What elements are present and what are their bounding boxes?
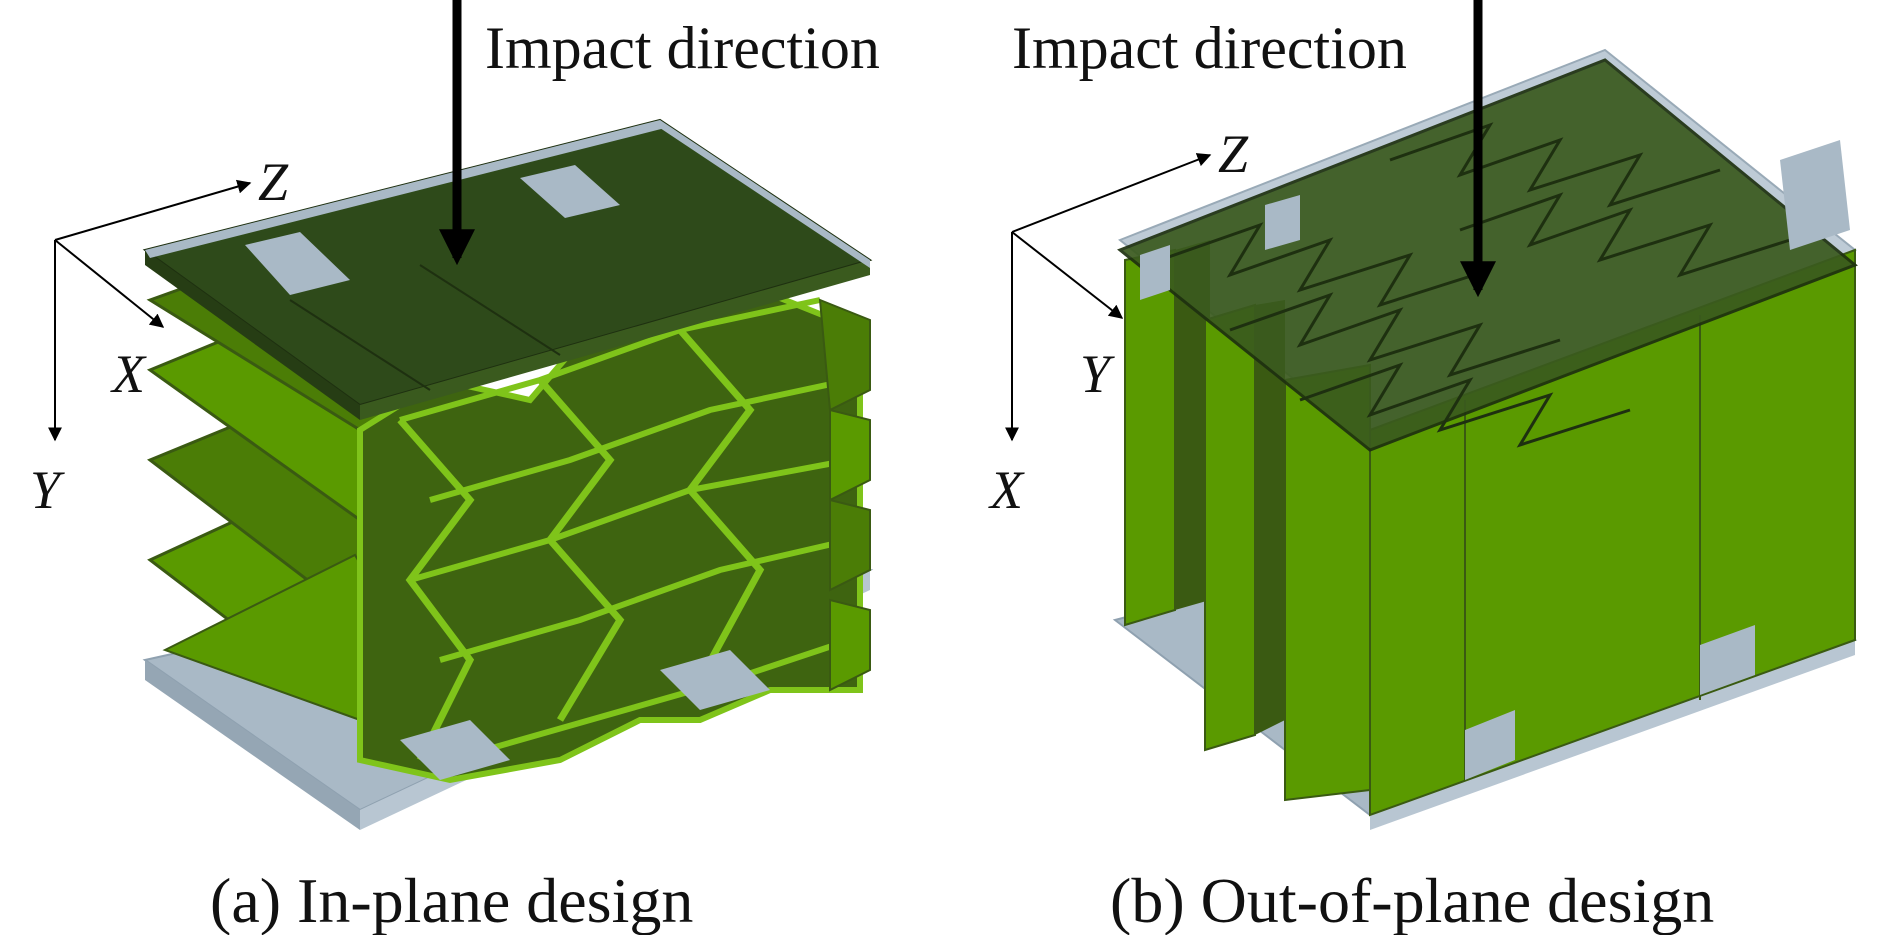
axis-label-diagonal: X xyxy=(110,344,147,404)
panel-out-of-plane: Impact direction Z Y X (b) Out-of-plane … xyxy=(988,0,1858,935)
impact-direction-label-b: Impact direction xyxy=(1012,15,1407,81)
axis-label-horizontal: Z xyxy=(258,152,289,212)
caption-in-plane: (a) In-plane design xyxy=(210,865,693,935)
panel-in-plane: Impact direction Z X Y (a) In-plane desi… xyxy=(30,0,880,935)
impact-direction-label: Impact direction xyxy=(485,15,880,81)
axis-label-vertical: Y xyxy=(30,460,65,520)
top-plate xyxy=(142,118,873,420)
caption-out-of-plane: (b) Out-of-plane design xyxy=(1110,865,1714,935)
axis-label-vertical-b: X xyxy=(988,460,1025,520)
top-plate-b xyxy=(1117,58,1858,452)
axis-label-horizontal-b: Z xyxy=(1218,124,1249,184)
axes-triad-b: Z Y X xyxy=(988,124,1249,520)
axes-triad: Z X Y xyxy=(30,152,289,520)
axis-label-diagonal-b: Y xyxy=(1080,344,1115,404)
